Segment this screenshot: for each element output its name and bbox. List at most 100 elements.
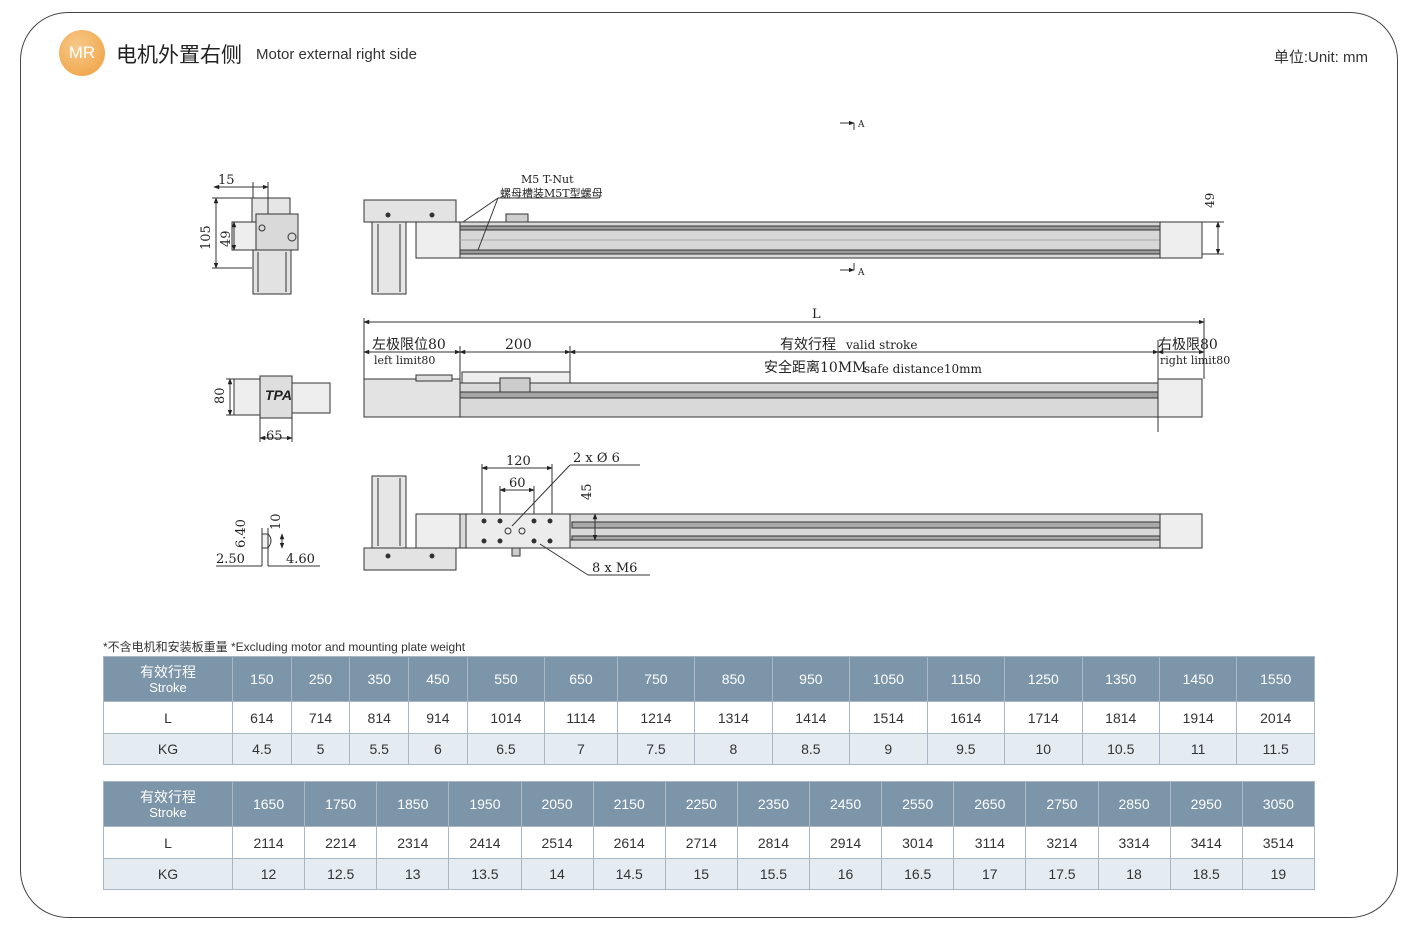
dim-80-end: 80	[213, 387, 228, 404]
length-cell: 3014	[881, 826, 955, 859]
weight-cell: 17.5	[1025, 858, 1099, 890]
weight-cell: 13	[376, 858, 450, 890]
length-cell: 1214	[616, 701, 696, 734]
stroke-label: 有效行程 Stroke	[103, 656, 233, 702]
page-frame	[20, 12, 1398, 918]
stroke-cell: 2350	[736, 781, 811, 827]
dim-6-40: 6.40	[234, 519, 249, 548]
stroke-cell: 1050	[849, 656, 928, 702]
stroke-cell: 650	[544, 656, 618, 702]
length-cell: 814	[349, 701, 410, 734]
stroke-cell: 1950	[448, 781, 522, 827]
stroke-cell: 1650	[231, 781, 306, 827]
dim-10: 10	[269, 513, 284, 530]
section-a-bottom: A	[857, 268, 865, 278]
stroke-cell: 1450	[1158, 656, 1238, 702]
length-cell: 3514	[1241, 826, 1316, 859]
stroke-cell: 1550	[1236, 656, 1315, 702]
weight-cell: 9.5	[926, 733, 1006, 765]
weight-cell: 6.5	[466, 733, 546, 765]
length-cell: 1514	[849, 701, 928, 734]
length-cell: 3214	[1025, 826, 1099, 859]
tslot-detail	[216, 528, 320, 567]
weight-cell: 18.5	[1169, 858, 1243, 890]
right-limit-en: right limit80	[1160, 354, 1230, 367]
left-limit-cn: 左极限位80	[372, 337, 446, 353]
section-a-top: A	[857, 120, 865, 130]
weight-note: *不含电机和安装板重量 *Excluding motor and mountin…	[103, 640, 466, 654]
length-cell: 2414	[448, 826, 522, 859]
weight-cell: 12	[231, 858, 306, 890]
stroke-cell: 2050	[520, 781, 594, 827]
stroke-cell: 2250	[664, 781, 738, 827]
dim-200: 200	[505, 337, 532, 353]
weight-cell: 11	[1158, 733, 1238, 765]
weight-label: KG	[103, 733, 233, 765]
weight-cell: 16.5	[881, 858, 955, 890]
weight-cell: 17	[953, 858, 1027, 890]
weight-cell: 15.5	[736, 858, 811, 890]
weight-cell: 6	[408, 733, 468, 765]
stroke-cell: 2450	[808, 781, 883, 827]
length-cell: 2914	[808, 826, 883, 859]
dim-4-60: 4.60	[286, 552, 315, 567]
length-cell: 1814	[1081, 701, 1160, 734]
weight-cell: 11.5	[1236, 733, 1315, 765]
weight-cell: 8.5	[771, 733, 851, 765]
right-limit-cn: 右极限80	[1158, 337, 1218, 353]
weight-label: KG	[103, 858, 233, 890]
stroke-cell: 1150	[926, 656, 1006, 702]
length-cell: 1914	[1158, 701, 1238, 734]
stroke-cell: 3050	[1241, 781, 1316, 827]
technical-drawing: 15 105 49 A A M5 T-Nut 螺母槽装M5T型螺母 49	[199, 120, 1230, 576]
length-cell: 3114	[953, 826, 1027, 859]
dim-105: 105	[199, 225, 214, 250]
weight-cell: 15	[664, 858, 738, 890]
stroke-cell: 2850	[1097, 781, 1171, 827]
tnut-label-en: M5 T-Nut	[521, 173, 574, 186]
length-cell: 1714	[1004, 701, 1083, 734]
weight-cell: 7.5	[616, 733, 696, 765]
weight-cell: 19	[1241, 858, 1316, 890]
stroke-cell: 2150	[592, 781, 666, 827]
weight-cell: 16	[808, 858, 883, 890]
front-view	[363, 318, 1205, 432]
weight-cell: 8	[694, 733, 773, 765]
stroke-label: 有效行程 Stroke	[103, 781, 233, 827]
weight-cell: 10.5	[1081, 733, 1160, 765]
length-cell: 914	[408, 701, 468, 734]
stroke-cell: 1250	[1004, 656, 1083, 702]
length-cell: 1014	[466, 701, 546, 734]
stroke-cell: 850	[694, 656, 773, 702]
stroke-cell: 550	[466, 656, 546, 702]
stroke-cell: 2950	[1169, 781, 1243, 827]
length-cell: 614	[232, 701, 292, 734]
dim-45: 45	[580, 483, 595, 500]
weight-cell: 5.5	[349, 733, 410, 765]
tpa-logo: TPA	[265, 387, 292, 403]
weight-cell: 9	[849, 733, 928, 765]
stroke-cell: 2750	[1025, 781, 1099, 827]
threads-label: 8 x M6	[592, 561, 637, 576]
dim-49-end: 49	[219, 230, 234, 247]
stroke-cell: 450	[408, 656, 468, 702]
stroke-cell: 1350	[1081, 656, 1160, 702]
bottom-view	[363, 464, 1203, 576]
length-cell: 1414	[771, 701, 851, 734]
weight-cell: 14	[520, 858, 594, 890]
length-cell: 2714	[664, 826, 738, 859]
end-view-top	[212, 182, 299, 295]
length-cell: 2014	[1236, 701, 1315, 734]
stroke-cell: 1750	[304, 781, 378, 827]
length-cell: 2614	[592, 826, 666, 859]
top-view	[363, 120, 1224, 295]
dim-65: 65	[266, 429, 283, 444]
stroke-label-cn: 有效行程	[140, 788, 196, 805]
weight-cell: 18	[1097, 858, 1171, 890]
side-end-view	[226, 375, 331, 442]
